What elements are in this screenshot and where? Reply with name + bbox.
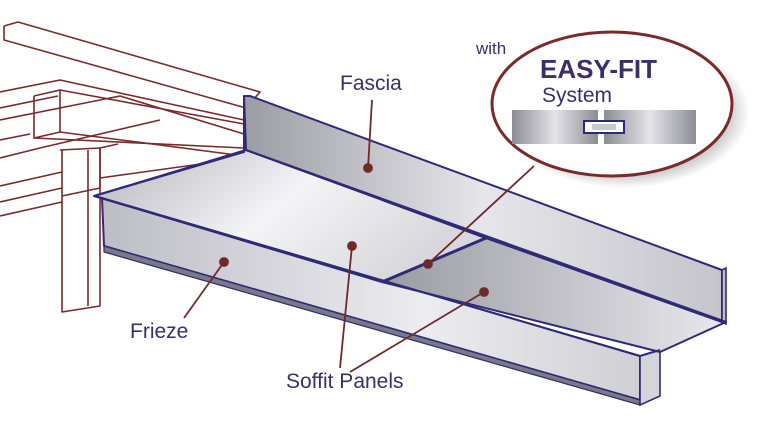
fascia-end-return xyxy=(721,266,727,326)
leader-soffit-right-dot xyxy=(479,287,489,297)
soffit-front-edge xyxy=(93,195,661,358)
label-soffit-panels: Soffit Panels xyxy=(286,370,404,393)
frieze-return xyxy=(639,348,661,407)
roof-framing xyxy=(0,21,261,313)
callout-system: System xyxy=(542,84,612,107)
fascia-top-edge xyxy=(93,96,245,197)
label-fascia: Fascia xyxy=(340,72,402,95)
leader-lines xyxy=(183,99,535,373)
leader-easyfit xyxy=(427,165,535,265)
joint-connector-inner xyxy=(592,124,616,130)
leader-fascia xyxy=(367,99,373,169)
label-frieze: Frieze xyxy=(130,320,188,343)
leader-soffit-left-dot xyxy=(347,241,357,251)
leader-fascia-dot xyxy=(363,163,373,173)
leader-frieze xyxy=(183,261,225,319)
leader-frieze-dot xyxy=(219,257,229,267)
callout-with: with xyxy=(475,39,506,58)
callout-brand: EASY-FIT xyxy=(540,54,657,84)
easy-fit-callout: EASY-FIT System xyxy=(490,30,750,188)
leader-easyfit-dot xyxy=(423,259,433,269)
leader-soffit-left xyxy=(339,245,353,369)
leader-soffit-right xyxy=(349,291,485,373)
fascia-bottom-edge xyxy=(245,149,727,323)
soffit-joint xyxy=(381,236,487,284)
